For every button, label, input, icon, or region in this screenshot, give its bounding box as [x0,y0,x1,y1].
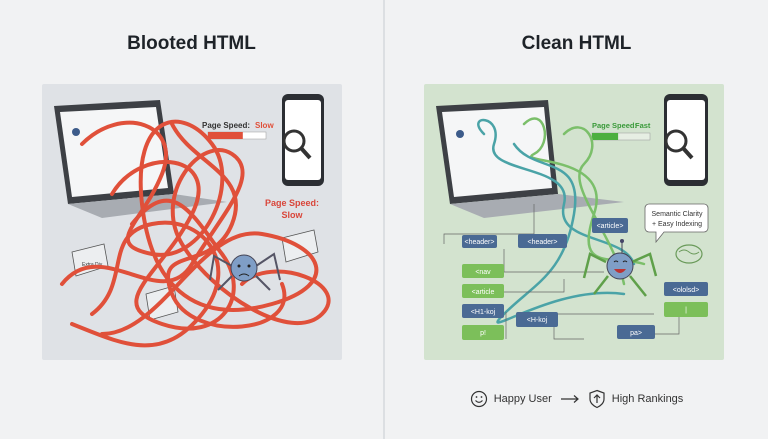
tag-p: p! [480,330,486,337]
happy-user-label: Happy User [493,393,552,405]
speed-label: Page Speed: [592,121,637,130]
speech-bubble [644,203,709,244]
bloated-title: Blooted HTML [127,33,256,54]
speed-bar-fill [208,132,243,139]
tag-pa: pa> [630,330,642,337]
happy-spider-icon [582,239,658,297]
html-tags: <header> <header> <article> <nav <articl… [462,218,708,340]
speed-label: Page Speed: [202,121,250,130]
phone-icon [664,94,708,186]
section-divider [383,0,385,439]
speed-bar-fill [592,133,619,140]
tag-header: <header> [465,239,495,246]
speed-callout-line1: Page Speed: [265,198,319,208]
tag-right-blue: <ololsd> [673,287,699,294]
tag-header-2: <header> [528,239,558,246]
tangled-cables [60,119,331,348]
tag-right-green: | [685,307,687,314]
tag-article: <article [472,289,495,296]
tag-article-top: <article> [597,223,624,230]
speed-callout-line2: Slow [281,210,303,220]
arrow-right-icon [560,395,579,403]
footer-legend: Happy User High Rankings [385,389,768,409]
tag-nav: <nav [475,269,491,276]
brain-icon [675,244,703,264]
bubble-line1: Semantic Clarity [652,211,703,218]
bloated-html-section: Blooted HTML Page Speed: Slow Page Speed… [0,0,383,439]
sad-spider-icon [209,252,281,291]
phone-icon [282,94,324,186]
clean-html-section: Clean HTML Page Speed: Fast [385,0,768,439]
clean-title: Clean HTML [521,33,632,54]
speed-value: Fast [635,121,651,130]
tag-h1-left: <H1-koj [471,309,496,316]
tag-h1-mid: <H-koj [527,317,548,324]
high-rankings-label: High Rankings [611,393,684,405]
speed-value: Slow [255,121,274,130]
laptop-icon [436,100,624,218]
shield-up-arrow-icon [589,389,605,409]
smiley-icon [470,390,487,408]
bloated-illustration: Page Speed: Slow Page Speed: Slow Extra … [42,84,342,360]
clean-illustration: Page Speed: Fast Semantic Clarity + Easy… [424,84,724,360]
bubble-line2: + Easy Indexing [652,221,702,228]
